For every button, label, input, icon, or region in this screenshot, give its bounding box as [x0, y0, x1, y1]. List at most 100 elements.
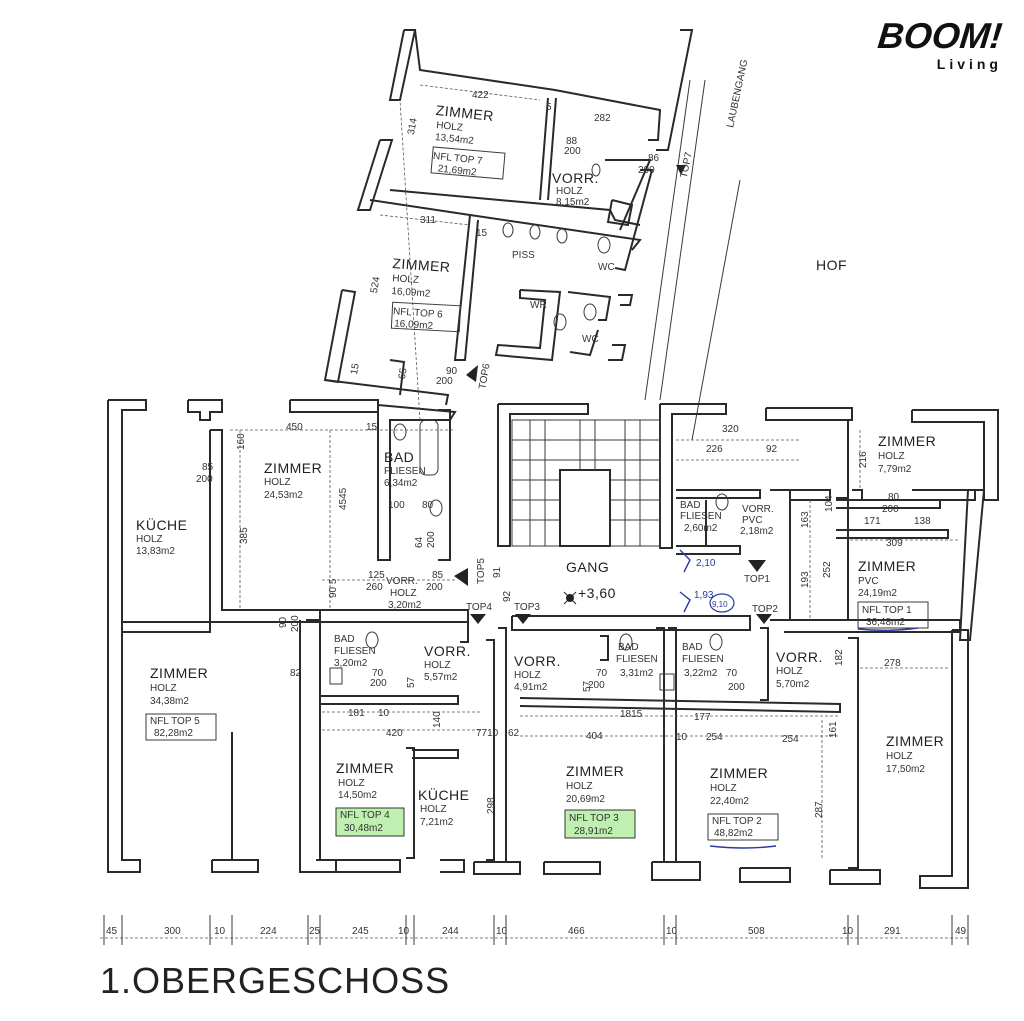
svg-text:80: 80	[888, 492, 900, 503]
room-name-zimmer-top6: ZIMMER	[392, 255, 451, 275]
room-name-bad-top2: BAD	[682, 642, 703, 653]
svg-text:100: 100	[388, 500, 405, 511]
room-area-zimmer-top3: 20,69m2	[566, 794, 605, 805]
room-name-vorr-top7: VORR.	[552, 170, 599, 186]
svg-text:65: 65	[397, 367, 410, 380]
label-wr: WR	[530, 300, 547, 311]
svg-text:287: 287	[814, 801, 825, 818]
nfl-top2-area: 48,82m2	[714, 828, 753, 839]
svg-text:200: 200	[290, 615, 301, 632]
room-area-zimmer-2b: 17,50m2	[886, 764, 925, 775]
svg-text:260: 260	[366, 582, 383, 593]
interior-dimension-lines	[230, 84, 960, 860]
room-area-kueche-top4: 7,21m2	[420, 817, 454, 828]
logo-sub-text: Living	[936, 56, 1002, 72]
svg-text:254: 254	[782, 734, 799, 745]
svg-text:138: 138	[914, 516, 931, 527]
logo-main-text: BOOM!	[875, 15, 1005, 56]
svg-text:70: 70	[372, 668, 384, 679]
svg-text:91: 91	[492, 566, 503, 578]
room-area-bad-top3: 3,31m2	[620, 668, 654, 679]
svg-text:200: 200	[638, 165, 655, 176]
svg-text:104: 104	[824, 495, 835, 512]
room-name-kueche-top5: KÜCHE	[136, 516, 188, 533]
nfl-boxes	[145, 146, 929, 849]
room-name-zimmer-top7: ZIMMER	[435, 102, 495, 124]
room-material-vorr-top2: HOLZ	[776, 666, 803, 677]
room-name-bad-top5: BAD	[384, 449, 414, 465]
room-area-bad-top1: 2,60m2	[684, 523, 718, 534]
nfl-top7-label: NFL TOP 7	[432, 151, 483, 167]
room-name-zimmer-top3: ZIMMER	[566, 763, 624, 779]
bottom-dimension-texts: 45 300 10 224 25 245 10 244 10 466 10 50…	[106, 926, 967, 937]
room-material-bad-top2: FLIESEN	[682, 654, 724, 665]
svg-text:420: 420	[386, 728, 403, 739]
svg-text:57: 57	[582, 680, 593, 692]
level-marker	[563, 591, 577, 605]
svg-text:90: 90	[278, 616, 289, 628]
svg-text:90 5: 90 5	[328, 578, 339, 598]
room-material-zimmer-top7: HOLZ	[436, 120, 464, 134]
svg-text:86: 86	[648, 153, 660, 164]
svg-text:177: 177	[694, 712, 711, 723]
note-1-93: 1,93	[694, 590, 714, 601]
svg-text:171: 171	[864, 516, 881, 527]
main-floor-walls	[107, 399, 999, 889]
room-material-zimmer-top6: HOLZ	[392, 273, 419, 286]
nfl-top3-label: NFL TOP 3	[569, 813, 619, 824]
room-name-bad-top4: BAD	[334, 634, 355, 645]
room-name-vorr-top1: VORR.	[742, 504, 774, 515]
room-material-vorr-top7: HOLZ	[556, 186, 583, 197]
svg-text:90: 90	[446, 366, 458, 377]
svg-text:161: 161	[828, 721, 839, 738]
svg-text:15: 15	[349, 362, 362, 375]
svg-text:181: 181	[348, 708, 365, 719]
svg-text:62: 62	[508, 728, 520, 739]
svg-text:226: 226	[706, 444, 723, 455]
room-area-zimmer-5b: 24,53m2	[264, 490, 303, 501]
label-laubengang: LAUBENGANG	[725, 58, 750, 128]
svg-text:1815: 1815	[620, 709, 643, 720]
room-area-zimmer-top5: 34,38m2	[150, 696, 189, 707]
svg-text:298: 298	[486, 797, 497, 814]
svg-text:25: 25	[309, 926, 321, 937]
svg-text:88: 88	[566, 136, 578, 147]
svg-text:200: 200	[882, 504, 899, 515]
svg-text:524: 524	[369, 275, 383, 294]
svg-text:10: 10	[378, 708, 390, 719]
svg-text:466: 466	[568, 926, 585, 937]
room-name-vorr-top3: VORR.	[514, 653, 561, 669]
svg-text:200: 200	[564, 146, 581, 157]
room-material-bad-top5: FLIESEN	[384, 466, 426, 477]
room-name-zimmer-top5: ZIMMER	[150, 665, 208, 681]
top4-label: TOP4	[466, 602, 492, 613]
room-name-kueche-top4: KÜCHE	[418, 786, 470, 803]
nfl-top1-label: NFL TOP 1	[862, 605, 912, 616]
room-area-vorr-top2: 5,70m2	[776, 679, 810, 690]
room-material-zimmer-2b: HOLZ	[886, 751, 913, 762]
handwritten-notes: 2,10 1,93 9,10	[679, 549, 735, 613]
room-name-zimmer-5b: ZIMMER	[264, 460, 322, 476]
staircase	[511, 419, 661, 547]
svg-text:320: 320	[722, 424, 739, 435]
svg-text:450: 450	[286, 422, 303, 433]
svg-text:291: 291	[884, 926, 901, 937]
top2-marker	[756, 614, 772, 624]
room-area-vorr-top3: 4,91m2	[514, 682, 548, 693]
svg-text:404: 404	[586, 731, 603, 742]
svg-text:10: 10	[214, 926, 226, 937]
label-wc-upper: WC	[598, 262, 615, 273]
svg-text:5: 5	[546, 102, 552, 113]
svg-text:278: 278	[884, 658, 901, 669]
svg-text:314: 314	[406, 117, 420, 136]
top2-label: TOP2	[752, 604, 778, 615]
svg-text:10: 10	[666, 926, 678, 937]
top3-marker	[515, 614, 531, 624]
svg-text:200: 200	[436, 376, 453, 387]
svg-text:15: 15	[366, 422, 378, 433]
svg-text:82: 82	[290, 668, 302, 679]
svg-text:309: 309	[886, 538, 903, 549]
room-material-zimmer-top3: HOLZ	[566, 781, 593, 792]
dimension-texts: 422 314 5 282 88 200 86 200 311 15 524 9…	[196, 90, 931, 818]
svg-text:224: 224	[260, 926, 277, 937]
